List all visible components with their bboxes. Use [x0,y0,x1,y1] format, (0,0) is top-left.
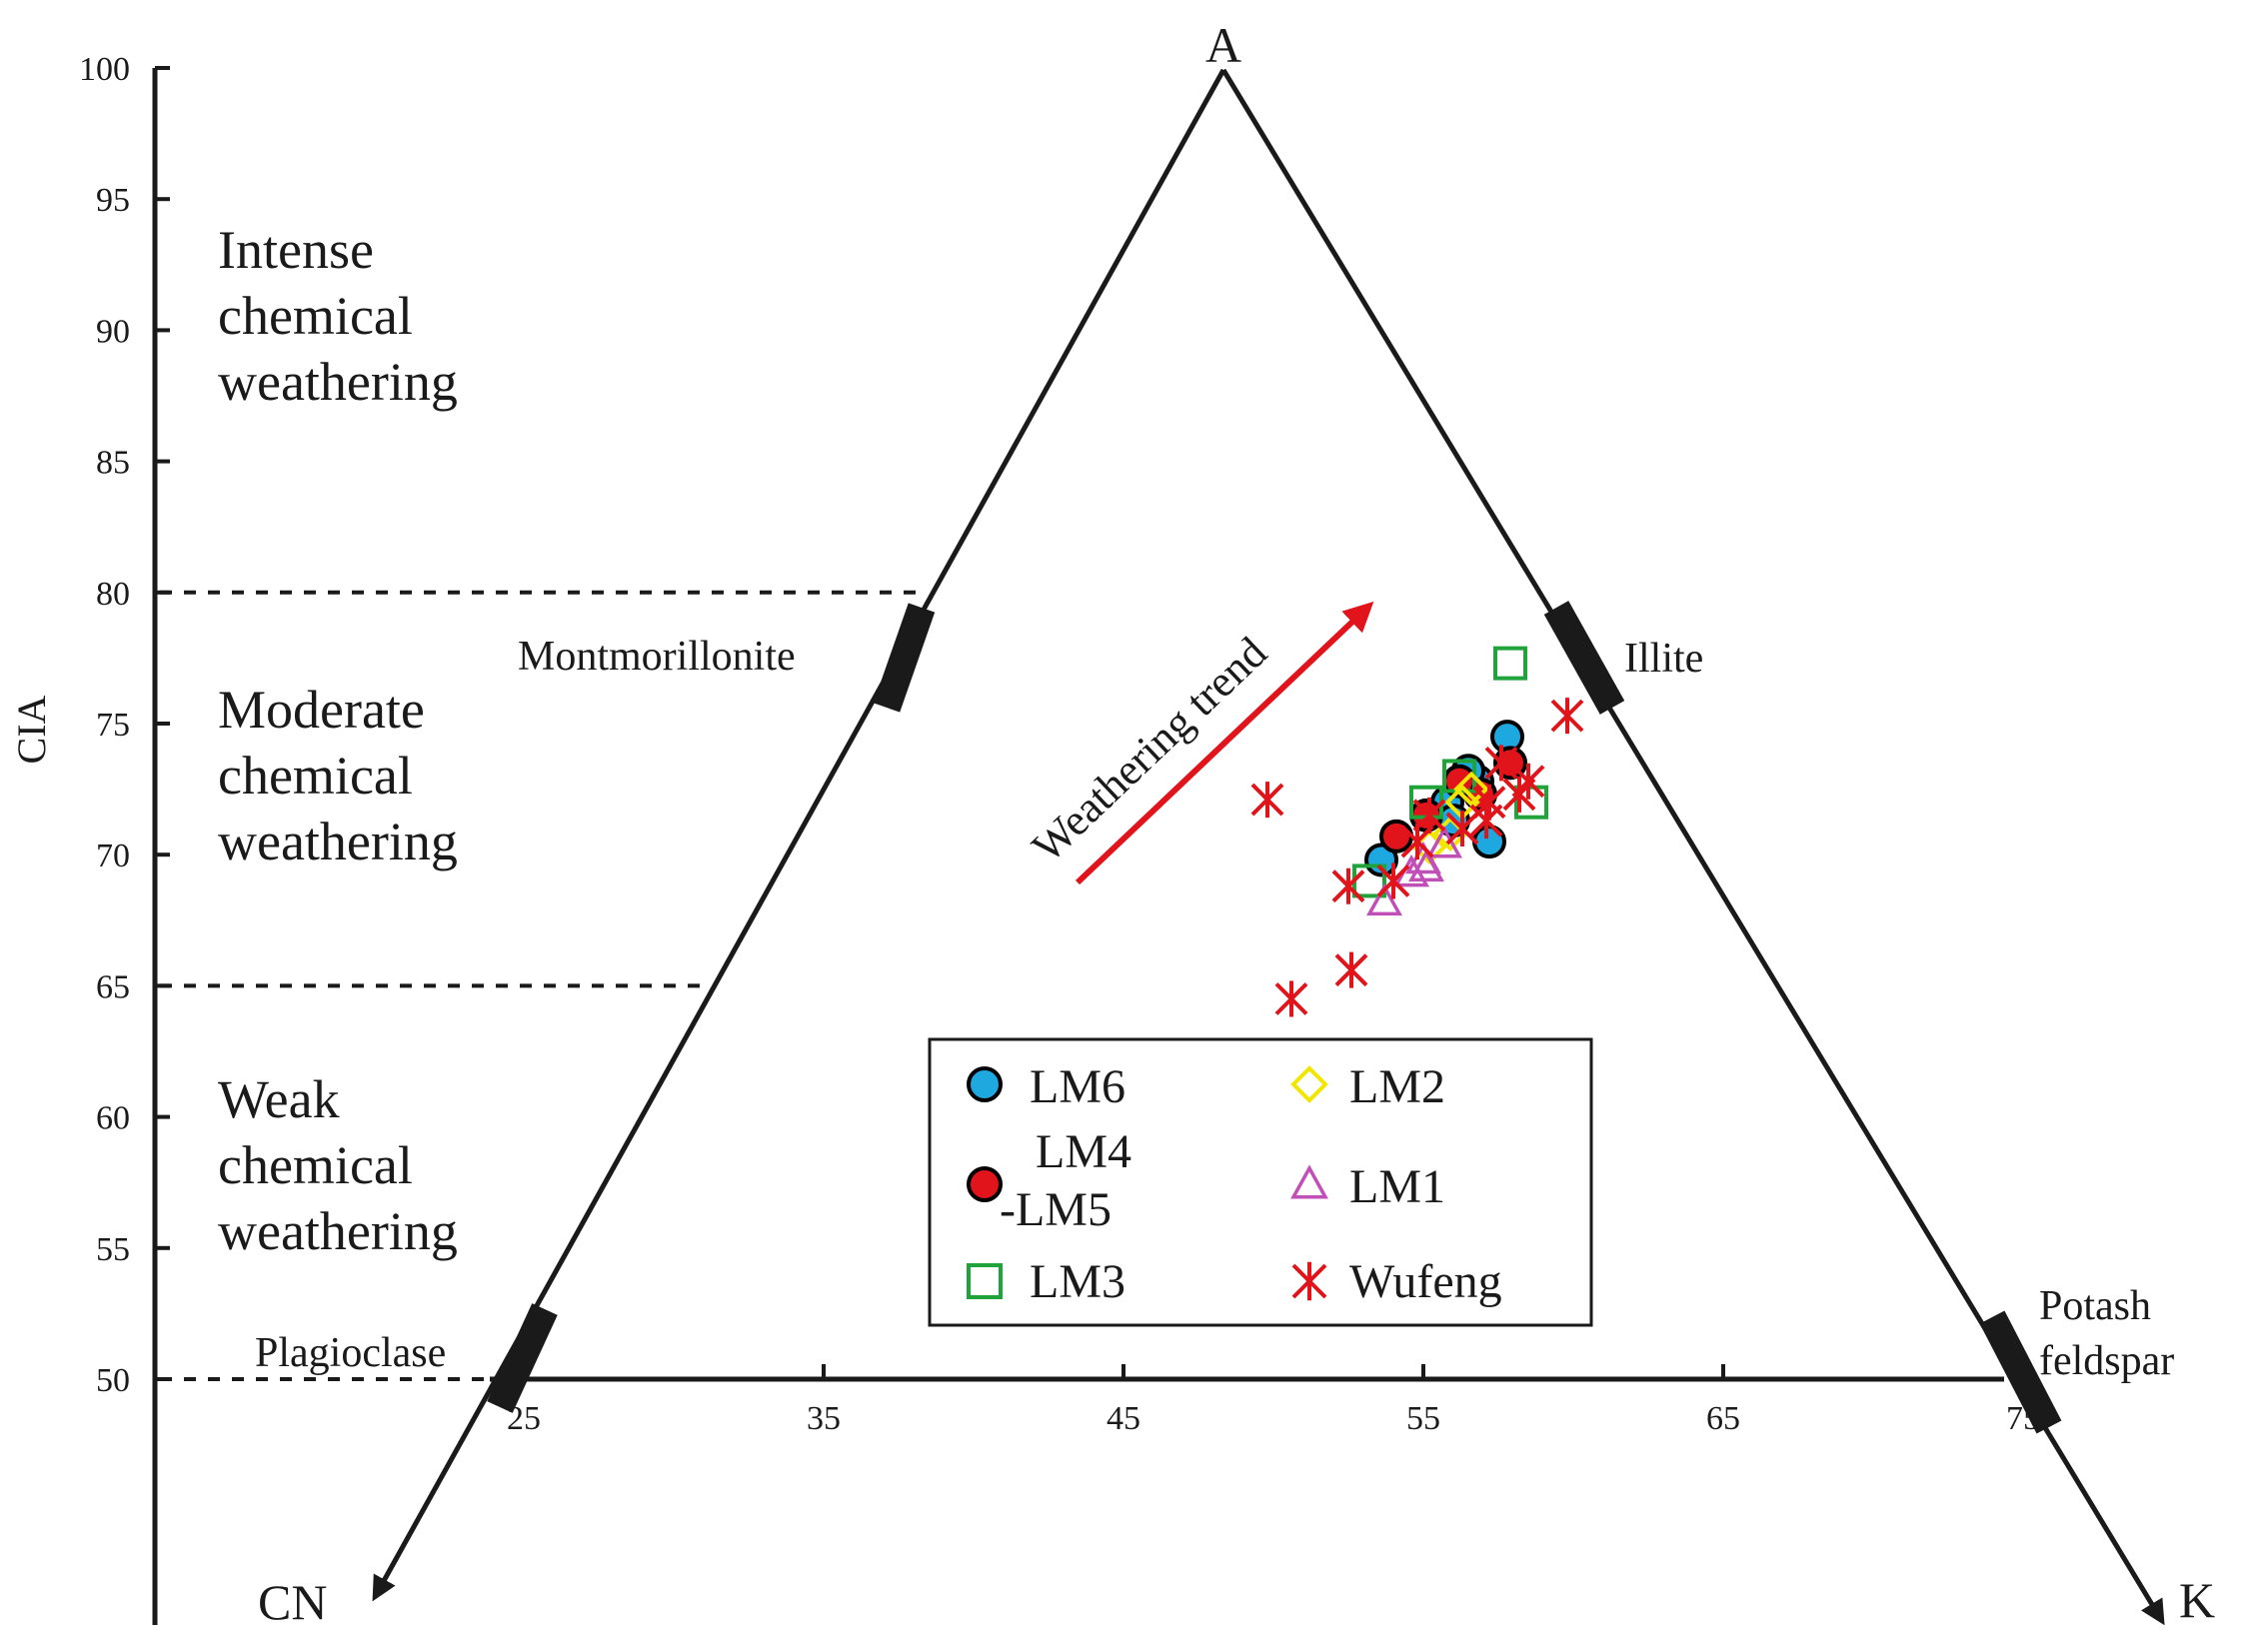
zone-label-line: Weak [218,1069,340,1129]
legend-label-lm5: -LM5 [1000,1183,1112,1236]
legend-marker-lm4-lm5 [967,1166,1003,1202]
potash-feldspar-bar [1979,1310,2062,1434]
weathering-trend-arrow [1075,601,1374,885]
legend-box [928,1037,1593,1327]
mineral-label-illite: Illite [1624,636,1703,682]
weathering-trend-label: Weathering trend [1023,628,1276,871]
mineral-label-plagioclase: Plagioclase [255,1330,446,1376]
data-point-lm3 [1493,646,1527,681]
legend-label-lm2: LM2 [1349,1060,1445,1113]
data-point-lm1 [1366,882,1402,916]
data-point-lm2 [1453,771,1489,808]
zone-labels: IntensechemicalweatheringModeratechemica… [218,220,458,1261]
base-tick-label: 45 [1107,1400,1140,1437]
zone-label-line: weathering [218,812,458,871]
cia-tick-label: 65 [96,968,130,1005]
vertex-label-cn: CN [258,1574,327,1630]
cia-tick-label: 55 [96,1231,130,1268]
legend-label-lm1: LM1 [1349,1160,1445,1213]
legend: LM6 LM4 -LM5 LM3 LM2 LM1 Wufeng [928,1037,1593,1327]
zone-label-line: weathering [218,1201,458,1261]
mineral-label-montmorillonite: Montmorillonite [518,634,796,680]
data-point-wufeng [1274,980,1308,1017]
data-point-wufeng [1376,862,1410,899]
cia-tick-label: 80 [96,576,130,613]
legend-marker-wufeng [1291,1261,1327,1301]
data-point-lm3 [1514,785,1548,820]
legend-label-lm4: LM4 [1036,1125,1131,1178]
legend-markers [967,1065,1328,1301]
data-point-wufeng [1331,867,1365,904]
cia-axis: 100 95 90 85 80 75 70 65 60 55 50 CIA [9,51,170,1625]
base-tick-label: 55 [1406,1400,1440,1437]
legend-marker-lm2 [1290,1065,1328,1103]
data-point-wufeng [1334,951,1368,988]
data-point-lm4-lm5 [1379,819,1413,853]
legend-marker-lm6 [967,1066,1003,1102]
illite-bar [1543,601,1625,715]
zone-label-line: Intense [218,220,374,280]
zone-label-line: chemical [218,746,413,806]
zone-label-line: chemical [218,286,413,346]
cia-tick-label: 100 [79,51,130,88]
weathering-trend: Weathering trend [1023,601,1374,885]
legend-label-lm6: LM6 [1030,1060,1125,1113]
montmorillonite-bar [873,603,936,713]
legend-marker-lm1 [1290,1164,1328,1199]
legend-label-wufeng: Wufeng [1349,1255,1502,1308]
data-point-lm1 [1426,826,1462,858]
vertex-label-k: K [2179,1572,2215,1628]
data-point-wufeng [1484,745,1518,782]
data-point-wufeng [1472,784,1506,821]
data-point-wufeng [1445,810,1479,846]
cia-tick-label: 90 [96,313,130,350]
data-point-lm6 [1472,825,1506,859]
data-point-wufeng [1511,763,1545,800]
zone-label-line: weathering [218,352,458,412]
data-point-wufeng [1412,797,1446,833]
cia-tick-label: 95 [96,182,130,219]
cia-tick-label: 70 [96,837,130,874]
base-tick-label: 65 [1706,1400,1740,1437]
mineral-label-feldspar: feldspar [2039,1338,2174,1384]
cia-axis-label: CIA [9,695,54,764]
data-points [1250,646,1584,1017]
zone-label-line: chemical [218,1135,413,1195]
data-point-wufeng [1550,698,1584,735]
cia-ticks: 100 95 90 85 80 75 70 65 60 55 50 [79,51,170,1399]
legend-marker-lm3 [967,1263,1003,1299]
vertex-label-a: A [1205,17,1241,73]
zone-boundaries [160,590,928,1381]
data-point-wufeng [1250,782,1284,819]
mineral-markers: Montmorillonite Illite Plagioclase Potas… [255,601,2174,1434]
cia-tick-label: 85 [96,445,130,482]
zone-label-line: Moderate [218,680,425,740]
cia-tick-label: 75 [96,707,130,744]
cia-tick-label: 60 [96,1100,130,1137]
legend-label-lm3: LM3 [1030,1255,1125,1308]
mineral-label-potash: Potash [2039,1283,2151,1329]
cia-tick-label: 50 [96,1362,130,1399]
plagioclase-bar [487,1303,558,1413]
base-tick-label: 35 [807,1400,841,1437]
